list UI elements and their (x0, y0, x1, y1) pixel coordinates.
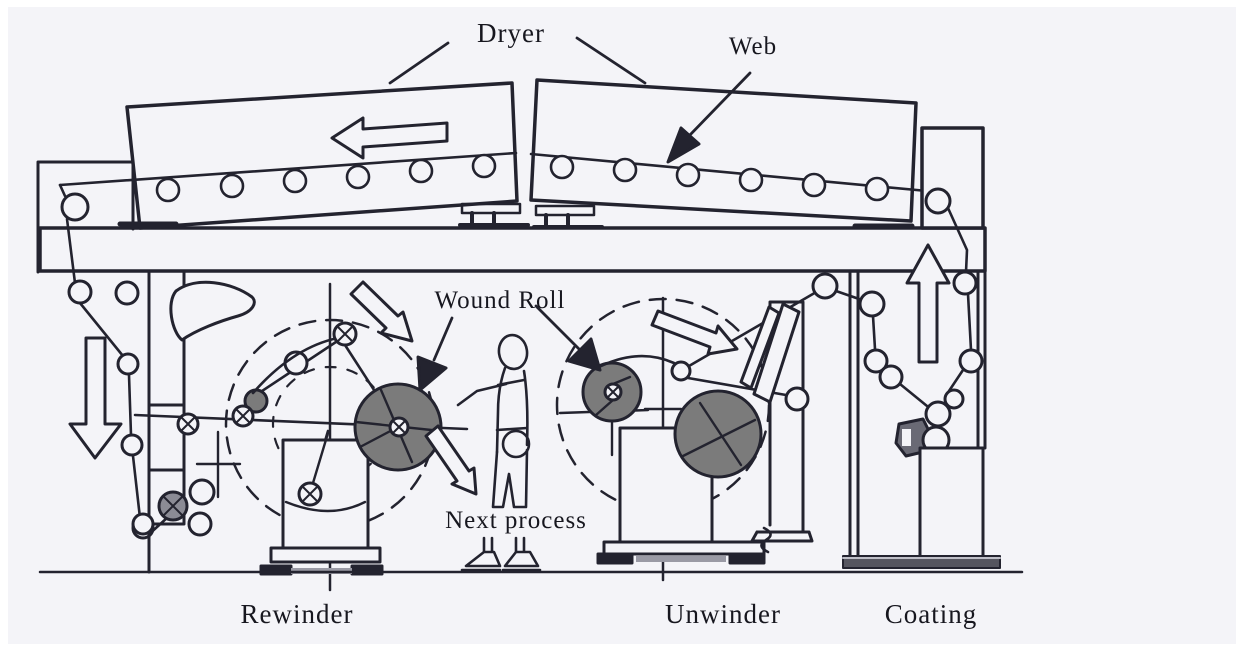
guide-hook-shape (169, 280, 256, 342)
left-return-path (58, 183, 186, 574)
wound-roll-arrowhead-left (416, 355, 448, 392)
rewind-direction-arrow-icon (349, 280, 414, 343)
label-rewinder: Rewinder (241, 599, 354, 629)
web-path-dryer (58, 151, 940, 203)
label-unwinder: Unwinder (665, 599, 781, 629)
label-web: Web (729, 33, 777, 60)
label-wound-roll: Wound Roll (435, 287, 566, 314)
label-dryer: Dryer (477, 18, 545, 48)
web-down-arrow-icon (68, 336, 123, 460)
operator-figure (456, 333, 542, 572)
unwinder-assembly (555, 269, 860, 590)
label-coating: Coating (885, 599, 978, 629)
label-next-process: Next process (445, 507, 587, 534)
main-beam (36, 160, 987, 274)
unwinder-large-roll-circle (673, 389, 763, 479)
wound-roll-arrowhead-right (567, 337, 602, 372)
web-direction-left-arrow-icon (330, 116, 449, 160)
rewinder-assembly (131, 280, 469, 592)
next-process-arrow-icon (424, 424, 478, 496)
web-label-arrowhead (666, 126, 701, 164)
web-up-arrow-icon (905, 243, 951, 364)
unwind-direction-arrow-icon (650, 309, 739, 356)
label-leaders (388, 36, 752, 496)
coating-stand (918, 446, 985, 564)
coating-assembly (834, 126, 1001, 569)
